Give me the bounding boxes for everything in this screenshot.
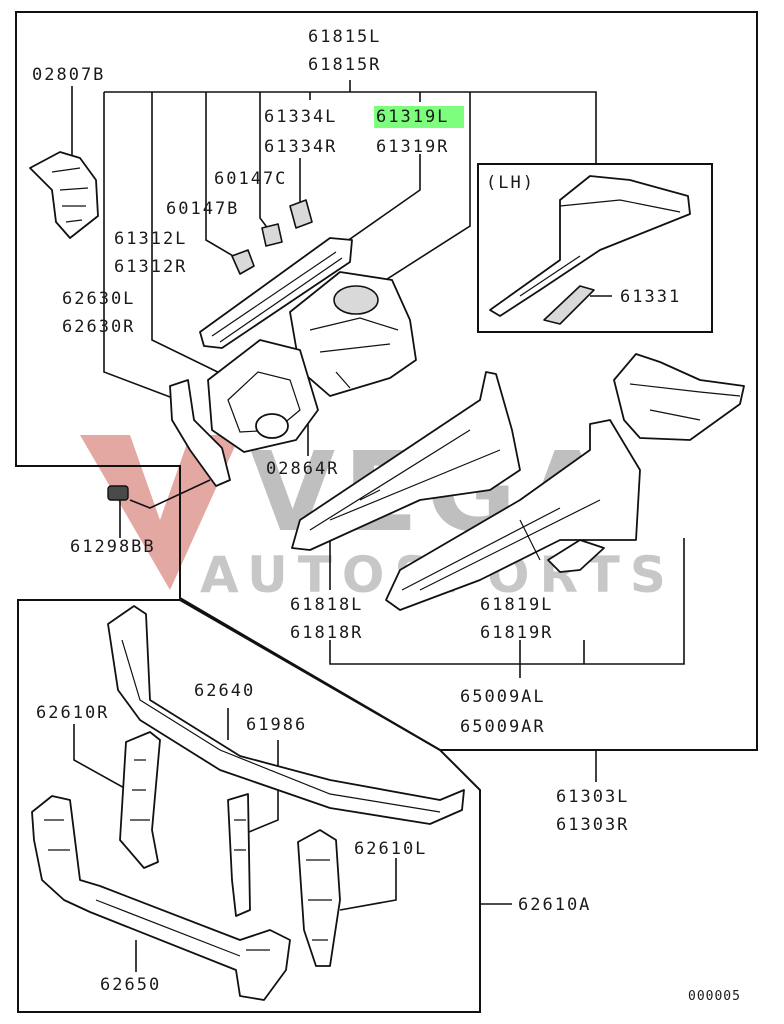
label-61298bb: 61298BB	[70, 537, 156, 557]
part-61298bb	[107, 485, 129, 501]
labels: 61815L 61815R 02807B 61334L 61334R 61319…	[32, 27, 741, 1004]
label-lh: (LH)	[486, 173, 535, 193]
leaders-mid	[119, 295, 685, 782]
label-61334r: 61334R	[264, 137, 337, 157]
label-61303r: 61303R	[556, 815, 629, 835]
part-61319	[289, 271, 417, 397]
label-61819r: 61819R	[480, 623, 553, 643]
label-60147b: 60147B	[166, 199, 239, 219]
label-60147c: 60147C	[214, 169, 287, 189]
label-61815r: 61815R	[308, 55, 381, 75]
leaders-bottom	[73, 708, 512, 972]
label-61819l: 61819L	[480, 595, 553, 615]
label-61818l: 61818L	[290, 595, 363, 615]
label-65009ar: 65009AR	[460, 717, 546, 737]
part-61334	[289, 199, 313, 229]
label-61334l: 61334L	[264, 107, 337, 127]
part-bracket-left	[169, 379, 231, 487]
label-62610a: 62610A	[518, 895, 591, 915]
part-62650	[31, 795, 291, 1001]
part-lh-panel	[489, 175, 691, 317]
part-62610l	[297, 829, 341, 967]
part-02807b	[29, 151, 99, 239]
part-62630	[207, 339, 319, 453]
label-62610r: 62610R	[36, 703, 109, 723]
part-60147b	[231, 249, 255, 275]
highlight-61319l	[374, 106, 464, 128]
label-62630r: 62630R	[62, 317, 135, 337]
label-diagram-code: 000005	[688, 989, 741, 1004]
frames	[15, 11, 758, 1013]
part-61818	[291, 371, 521, 551]
leaders-top	[71, 80, 597, 401]
part-61986	[227, 793, 251, 917]
part-62640	[107, 605, 465, 825]
label-61312l: 61312L	[114, 229, 187, 249]
part-62610r	[119, 731, 161, 869]
label-61331: 61331	[620, 287, 681, 307]
label-02807b: 02807B	[32, 65, 105, 85]
part-61331	[543, 285, 595, 325]
part-61312	[199, 237, 353, 349]
part-small-bracket-mid	[547, 539, 605, 573]
label-62610l: 62610L	[354, 839, 427, 859]
part-60147c	[261, 223, 283, 247]
label-61303l: 61303L	[556, 787, 629, 807]
part-61819	[385, 419, 641, 611]
label-65009al: 65009AL	[460, 687, 546, 707]
label-61319l: 61319L	[376, 107, 449, 127]
label-61818r: 61818R	[290, 623, 363, 643]
label-61986: 61986	[246, 715, 307, 735]
label-61312r: 61312R	[114, 257, 187, 277]
label-62630l: 62630L	[62, 289, 135, 309]
label-62640: 62640	[194, 681, 255, 701]
label-61815l: 61815L	[308, 27, 381, 47]
label-02864r: 02864R	[266, 459, 339, 479]
label-61319r: 61319R	[376, 137, 449, 157]
label-62650: 62650	[100, 975, 161, 995]
part-upper-right	[613, 353, 745, 441]
watermark-v-logo	[80, 435, 240, 590]
